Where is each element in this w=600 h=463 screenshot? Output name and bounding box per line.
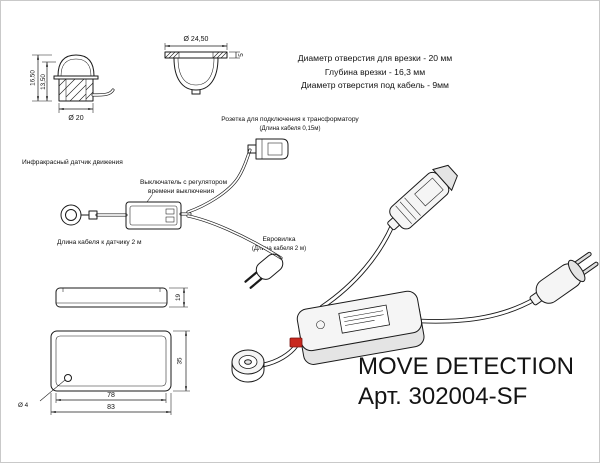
dim-box-inner-length: 78 bbox=[107, 392, 115, 399]
illus-control-box bbox=[296, 290, 425, 365]
socket-sublabel: (Длина кабеля 0,15м) bbox=[260, 125, 321, 132]
dim-sensor-body-diameter: Ø 20 bbox=[68, 115, 83, 122]
switch-label-line1: Выключатель с регулятором bbox=[140, 179, 228, 186]
illus-euro-plug bbox=[529, 251, 599, 306]
box-side-view: 19 bbox=[55, 287, 188, 308]
dim-hole-diameter: Ø 4 bbox=[18, 402, 29, 409]
dim-box-width: 35 bbox=[177, 357, 184, 365]
wiring-schematic: Розетка для подключения к трансформатору… bbox=[22, 116, 359, 289]
switch-label-line2: времени выключения bbox=[148, 188, 214, 195]
dim-flange-diameter: Ø 24,50 bbox=[184, 36, 209, 43]
dim-flange-height: 5 bbox=[238, 53, 245, 57]
illus-motion-sensor bbox=[231, 349, 265, 383]
schematic-socket-connector bbox=[247, 138, 289, 160]
schematic-switch-box bbox=[125, 201, 182, 230]
spec-line-1: Диаметр отверстия для врезки - 20 мм bbox=[298, 53, 453, 63]
sensor-label: Инфракрасный датчик движения bbox=[22, 158, 123, 166]
product-illustration bbox=[231, 164, 599, 383]
sensor-side-view-dimensions: 16,50 13,50 Ø 20 bbox=[30, 54, 94, 122]
box-top-view: Ø 4 78 83 35 bbox=[18, 330, 190, 415]
product-title: MOVE DETECTION bbox=[358, 353, 574, 380]
plug-label: Евровилка bbox=[263, 236, 296, 243]
illus-socket-connector bbox=[387, 164, 458, 231]
plug-sublabel: (Длина кабеля 2 м) bbox=[252, 245, 306, 252]
sensor-cable-label: Длина кабеля к датчику 2 м bbox=[57, 238, 142, 246]
dim-sensor-total-height: 16,50 bbox=[30, 70, 37, 86]
dim-sensor-body-height: 13,50 bbox=[40, 74, 47, 90]
sensor-side-view bbox=[53, 54, 115, 102]
illus-red-connector bbox=[289, 337, 303, 348]
product-title-block: MOVE DETECTION Арт. 302004-SF bbox=[358, 353, 574, 410]
spec-text-block: Диаметр отверстия для врезки - 20 мм Глу… bbox=[298, 53, 453, 90]
socket-label: Розетка для подключения к трансформатору bbox=[221, 116, 359, 123]
spec-line-3: Диаметр отверстия под кабель - 9мм bbox=[301, 80, 449, 90]
sensor-section-view: Ø 24,50 5 bbox=[164, 36, 245, 95]
schematic-euro-plug bbox=[244, 253, 284, 289]
spec-line-2: Глубина врезки - 16,3 мм bbox=[325, 67, 425, 77]
schematic-motion-sensor bbox=[60, 204, 98, 226]
product-article: Арт. 302004-SF bbox=[358, 383, 527, 410]
dim-box-total-length: 83 bbox=[107, 404, 115, 411]
dim-box-height: 19 bbox=[175, 294, 182, 302]
